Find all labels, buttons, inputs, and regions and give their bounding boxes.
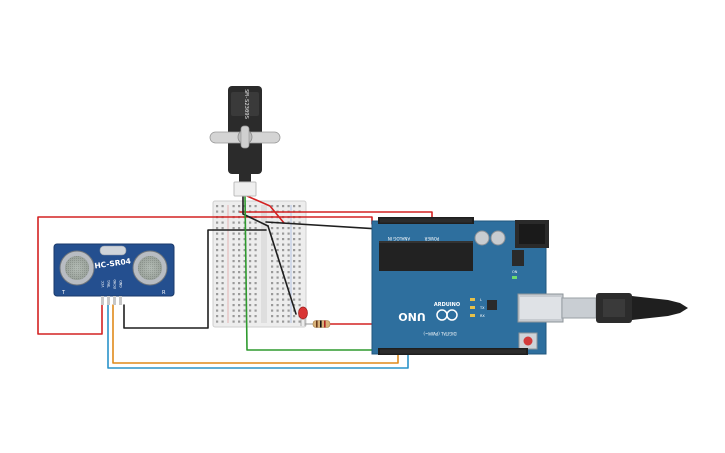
arduino-uno[interactable]: ARDUINO UNO DIGITAL (PWM~) POWER ANALOG … <box>371 217 564 355</box>
wire-led-gnd <box>267 225 297 315</box>
led-label-l: L <box>480 298 482 302</box>
resistor[interactable] <box>305 320 331 328</box>
pin-label-vcc: VCC <box>101 280 105 287</box>
on-label: ON <box>512 270 518 274</box>
corner-label-left: T <box>61 290 66 296</box>
usb-cable[interactable] <box>561 293 688 323</box>
header-analog-label: ANALOG IN <box>388 236 410 241</box>
pin-label-trig: TRIG <box>107 280 111 289</box>
ultrasonic-sensor[interactable]: HC-SR04 VCC TRIG ECHO GND T R <box>53 243 175 305</box>
wire-servo-gnd <box>242 195 269 227</box>
led-label-tx: TX <box>479 306 485 310</box>
wire-black-gnd <box>123 229 267 329</box>
wire-servo-power <box>246 195 285 224</box>
pin-label-gnd: GND <box>119 280 123 288</box>
led-label-rx: RX <box>480 314 485 318</box>
arduino-model-label: UNO <box>398 310 426 323</box>
corner-label-right: R <box>162 290 166 296</box>
red-led[interactable] <box>298 306 308 326</box>
header-digital-label: DIGITAL (PWM~) <box>423 331 457 336</box>
header-power-label: POWER <box>424 236 439 241</box>
servo-motor[interactable]: SM-S2309S <box>209 86 281 197</box>
arduino-brand-label: ARDUINO <box>434 302 460 308</box>
servo-model-label: SM-S2309S <box>243 89 249 119</box>
breadboard[interactable] <box>212 200 307 328</box>
pin-label-echo: ECHO <box>113 279 117 289</box>
